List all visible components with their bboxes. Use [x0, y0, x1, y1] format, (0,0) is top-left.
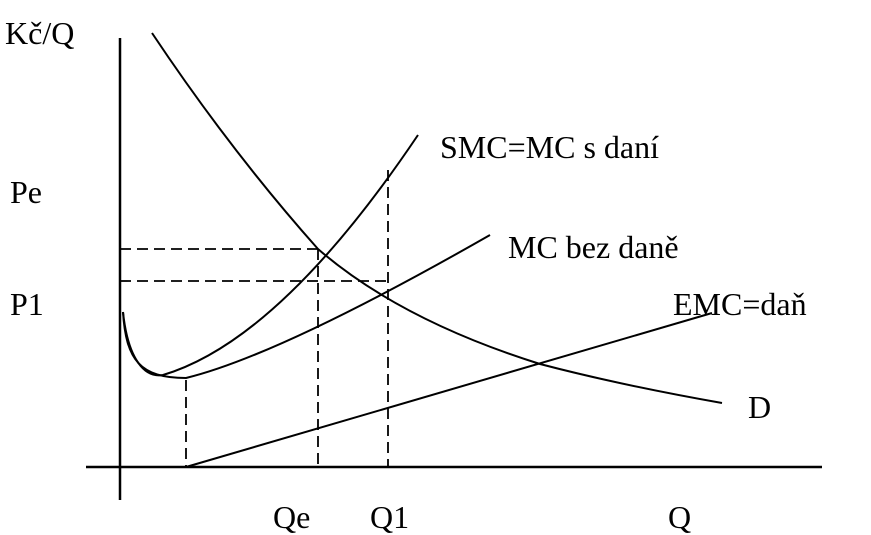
qe-label: Qe: [273, 499, 310, 535]
emc-label: EMC=daň: [673, 286, 807, 322]
mc-curve: [122, 234, 491, 380]
smc-curve: [122, 134, 419, 377]
y-axis-label: Kč/Q: [5, 15, 74, 51]
smc-label: SMC=MC s daní: [440, 129, 659, 165]
demand-curve: [151, 32, 723, 404]
demand-label: D: [748, 389, 771, 425]
p1-label: P1: [10, 286, 44, 322]
x-axis-label: Q: [668, 499, 691, 535]
pe-label: Pe: [10, 174, 42, 210]
emc-curve: [185, 312, 713, 468]
q1-label: Q1: [370, 499, 409, 535]
mc-label: MC bez daně: [508, 229, 679, 265]
